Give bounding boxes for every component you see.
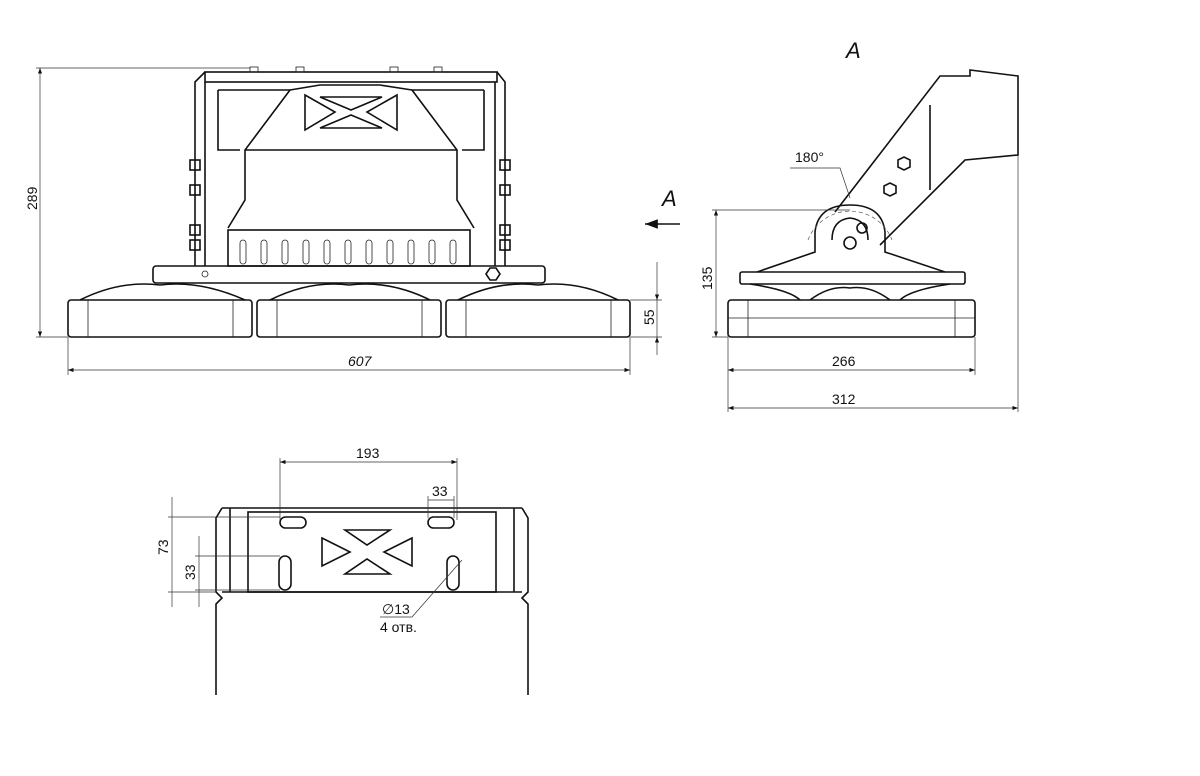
mounting-slot — [446, 555, 460, 591]
side-dimensions: 135 266 312 — [699, 155, 1019, 412]
mounting-slot — [427, 516, 455, 529]
dim-total-width-label: 312 — [832, 391, 856, 407]
dim-housing-width-label: 266 — [832, 353, 856, 369]
view-marker-a: A — [660, 186, 677, 211]
heatsink-fin — [365, 239, 373, 265]
front-view: 289 607 55 A — [24, 66, 680, 375]
heatsink-fin — [302, 239, 310, 265]
heatsink-fin — [449, 239, 457, 265]
bracket-top-view: 193 33 73 33 ∅13 4 отв. — [155, 445, 529, 695]
heatsink-fin — [323, 239, 331, 265]
heatsink-fin — [407, 239, 415, 265]
mounting-slot — [278, 555, 292, 591]
heatsink-fin — [281, 239, 289, 265]
heatsink-fin — [386, 239, 394, 265]
bracket — [189, 66, 511, 266]
dim-vertical-slot-label: 33 — [182, 564, 198, 580]
dim-vertical-spacing-label: 73 — [155, 539, 171, 555]
hole-diameter-label: ∅13 — [382, 601, 410, 617]
heatsink-fin — [344, 239, 352, 265]
dim-slot-spacing-label: 193 — [356, 445, 380, 461]
front-dimensions: 289 607 55 A — [24, 67, 680, 375]
hole-count-label: 4 отв. — [380, 619, 417, 635]
dim-side-height-label: 135 — [699, 266, 715, 290]
swivel-arm — [834, 69, 1019, 246]
heatsink-fin — [428, 239, 436, 265]
mounting-slot — [279, 516, 307, 529]
swivel-hub — [756, 204, 946, 273]
dim-width-label: 607 — [348, 353, 373, 369]
mounting-plate — [152, 265, 546, 284]
rotation-angle-label: 180° — [795, 149, 824, 165]
heatsink-fin — [239, 239, 247, 265]
side-view: A 180° 135 266 312 — [699, 38, 1019, 412]
heatsink — [227, 229, 471, 267]
bottom-dimensions: 193 33 73 33 ∅13 4 отв. — [155, 445, 463, 635]
heatsink-fin — [260, 239, 268, 265]
dim-height-label: 289 — [24, 186, 40, 210]
dim-slot-length-label: 33 — [432, 483, 448, 499]
led-modules — [67, 283, 631, 338]
dim-housing-height-label: 55 — [641, 309, 657, 325]
side-view-title: A — [844, 38, 861, 63]
